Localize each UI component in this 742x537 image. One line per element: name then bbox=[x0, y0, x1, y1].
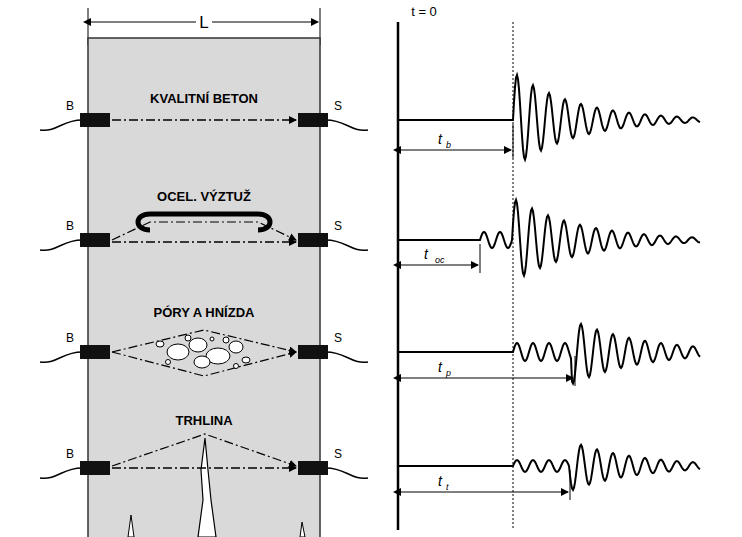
time-subscript: oc bbox=[435, 256, 445, 265]
cable bbox=[326, 120, 368, 130]
time-label: t bbox=[438, 360, 442, 374]
waveform bbox=[398, 75, 700, 160]
time-subscript: b bbox=[446, 141, 451, 150]
waveform bbox=[398, 324, 700, 384]
transducer-label: B bbox=[66, 100, 74, 112]
transducer-label: B bbox=[66, 220, 74, 232]
transducer bbox=[298, 233, 328, 247]
transducer bbox=[298, 461, 328, 475]
defect-caption: KVALITNÍ BETON bbox=[147, 91, 261, 106]
transducer bbox=[298, 113, 328, 127]
defect-caption: TRHLINA bbox=[172, 413, 235, 428]
defect-caption: OCEL. VÝZTUŽ bbox=[154, 189, 254, 204]
cable bbox=[40, 468, 82, 478]
transducer-label: S bbox=[334, 220, 342, 232]
transducer-label: B bbox=[66, 332, 74, 344]
time-zero: t = 0 bbox=[411, 5, 437, 18]
transducer-label: S bbox=[334, 332, 342, 344]
transducer bbox=[298, 345, 328, 359]
cable bbox=[326, 352, 368, 362]
cable bbox=[326, 240, 368, 250]
time-label: t bbox=[424, 247, 428, 261]
transducer-label: S bbox=[334, 448, 342, 460]
transducer-label: B bbox=[66, 448, 74, 460]
transducer bbox=[80, 113, 110, 127]
time-label: t bbox=[438, 132, 442, 146]
cable bbox=[40, 352, 82, 362]
waveform bbox=[398, 200, 700, 276]
transducer bbox=[80, 345, 110, 359]
transducer-label: S bbox=[334, 100, 342, 112]
transducer bbox=[80, 233, 110, 247]
waveform bbox=[398, 445, 700, 490]
transducer bbox=[80, 461, 110, 475]
time-subscript: t bbox=[446, 483, 449, 492]
cable bbox=[326, 468, 368, 478]
time-label: t bbox=[438, 474, 442, 488]
dimension-label: L bbox=[197, 14, 210, 31]
time-subscript: p bbox=[446, 369, 451, 378]
cable bbox=[40, 240, 82, 250]
defect-caption: PÓRY A HNÍZDA bbox=[151, 305, 258, 320]
cable bbox=[40, 120, 82, 130]
